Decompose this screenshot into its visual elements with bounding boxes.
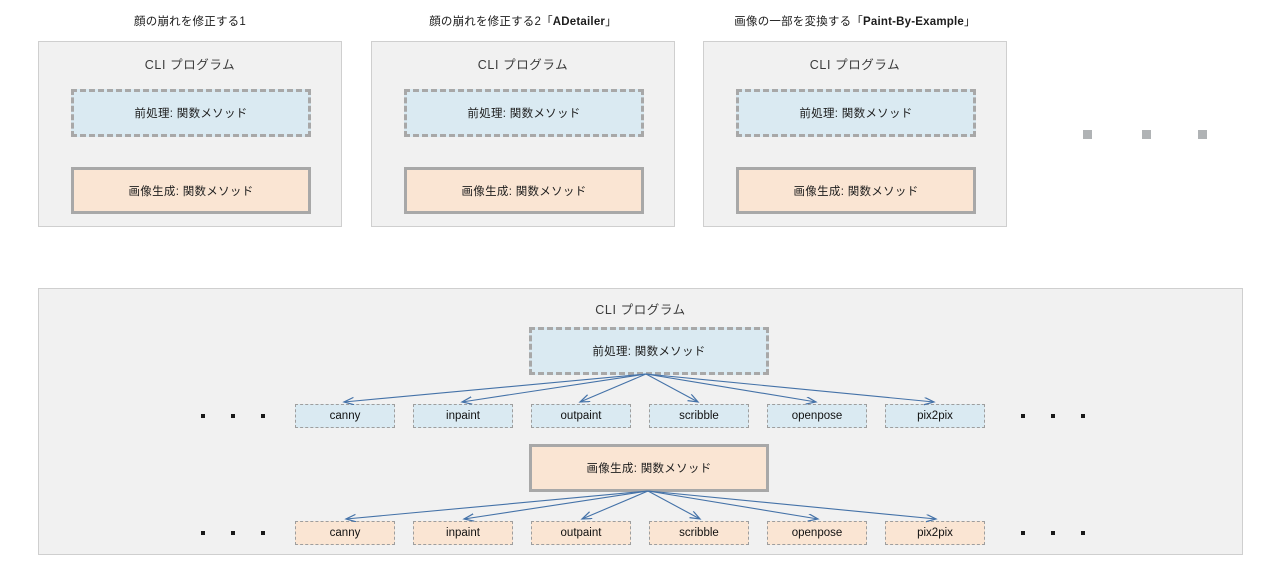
ellipsis-dot: [231, 531, 235, 535]
panel-2-caption-prefix: 顔の崩れを修正する2「: [429, 16, 553, 28]
panel-3-caption: 画像の一部を変換する「Paint-By-Example」: [703, 13, 1007, 29]
main-generate-box: 画像生成: 関数メソッド: [529, 444, 769, 492]
ellipsis-dot: [201, 414, 205, 418]
preprocess-node-inpaint[interactable]: inpaint: [413, 404, 513, 428]
cli-program-panel-3: CLI プログラム 前処理: 関数メソッド 画像生成: 関数メソッド: [703, 41, 1007, 227]
ellipsis-dot: [231, 414, 235, 418]
panel-2-preprocess-box: 前処理: 関数メソッド: [404, 89, 644, 137]
ellipsis-dot: [1081, 531, 1085, 535]
panel-1-caption: 顔の崩れを修正する1: [38, 13, 342, 29]
panel-1-title: CLI プログラム: [144, 58, 236, 72]
generate-node-openpose[interactable]: openpose: [767, 521, 867, 545]
panel-3-caption-suffix: 」: [963, 16, 976, 28]
preprocess-left-ellipsis: [201, 414, 265, 418]
panel-3-preprocess-box: 前処理: 関数メソッド: [736, 89, 976, 137]
ellipsis-dot: [261, 414, 265, 418]
generate-right-ellipsis: [1021, 531, 1085, 535]
ellipsis-dot: [1021, 531, 1025, 535]
panel-1-generate-box: 画像生成: 関数メソッド: [71, 167, 311, 214]
preprocess-node-canny[interactable]: canny: [295, 404, 395, 428]
panel-2-caption: 顔の崩れを修正する2「ADetailer」: [371, 13, 675, 29]
preprocess-node-scribble[interactable]: scribble: [649, 404, 749, 428]
main-panel-title: CLI プログラム: [595, 303, 686, 317]
panel-3-caption-prefix: 画像の一部を変換する「: [734, 16, 863, 28]
cli-program-panel-main: CLI プログラム 前処理: 関数メソッド canny inpaint outp…: [38, 288, 1243, 555]
preprocess-node-openpose[interactable]: openpose: [767, 404, 867, 428]
placeholder-square-1: [1083, 130, 1092, 139]
generate-node-pix2pix[interactable]: pix2pix: [885, 521, 985, 545]
ellipsis-dot: [1051, 414, 1055, 418]
preprocess-node-pix2pix[interactable]: pix2pix: [885, 404, 985, 428]
ellipsis-dot: [1051, 531, 1055, 535]
ellipsis-dot: [1021, 414, 1025, 418]
cli-program-panel-1: CLI プログラム 前処理: 関数メソッド 画像生成: 関数メソッド: [38, 41, 342, 227]
placeholder-square-2: [1142, 130, 1151, 139]
ellipsis-dot: [261, 531, 265, 535]
generate-left-ellipsis: [201, 531, 265, 535]
panel-1-caption-prefix: 顔の崩れを修正する1: [134, 16, 246, 28]
preprocess-node-outpaint[interactable]: outpaint: [531, 404, 631, 428]
cli-program-panel-2: CLI プログラム 前処理: 関数メソッド 画像生成: 関数メソッド: [371, 41, 675, 227]
generate-node-inpaint[interactable]: inpaint: [413, 521, 513, 545]
preprocess-right-ellipsis: [1021, 414, 1085, 418]
panel-3-caption-bold: Paint-By-Example: [863, 16, 964, 28]
main-preprocess-box: 前処理: 関数メソッド: [529, 327, 769, 375]
generate-node-canny[interactable]: canny: [295, 521, 395, 545]
generate-node-scribble[interactable]: scribble: [649, 521, 749, 545]
panel-2-caption-bold: ADetailer: [552, 16, 606, 28]
placeholder-square-3: [1198, 130, 1207, 139]
panel-2-caption-suffix: 」: [605, 16, 617, 28]
ellipsis-dot: [201, 531, 205, 535]
generate-node-outpaint[interactable]: outpaint: [531, 521, 631, 545]
panel-1-preprocess-box: 前処理: 関数メソッド: [71, 89, 311, 137]
panel-3-generate-box: 画像生成: 関数メソッド: [736, 167, 976, 214]
panel-2-generate-box: 画像生成: 関数メソッド: [404, 167, 644, 214]
panel-2-title: CLI プログラム: [477, 58, 569, 72]
panel-3-title: CLI プログラム: [809, 58, 901, 72]
ellipsis-dot: [1081, 414, 1085, 418]
